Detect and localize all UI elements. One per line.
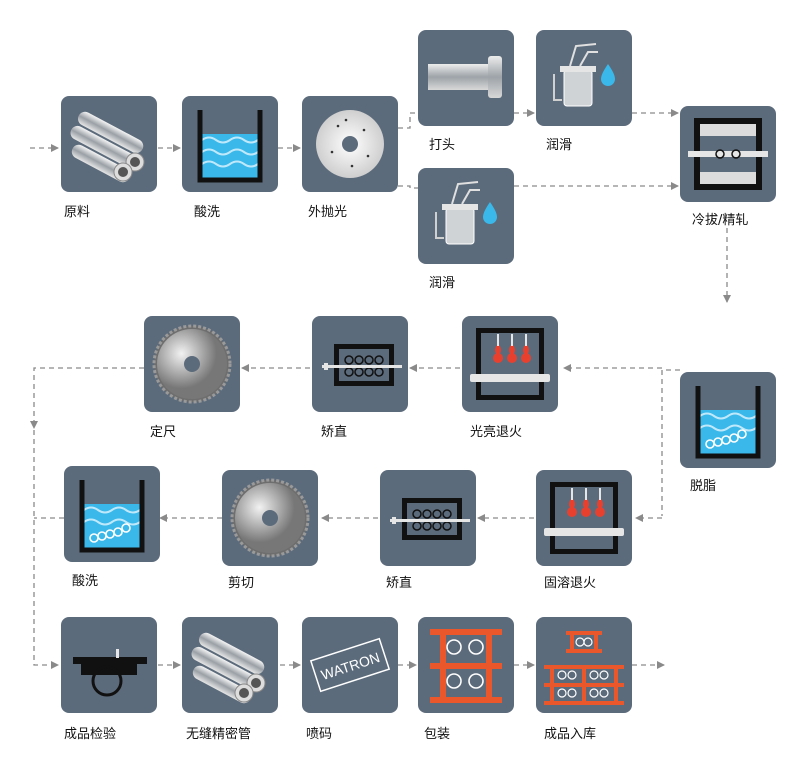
tube-rack-icon — [430, 629, 502, 703]
annealing-furnace-icon — [470, 328, 550, 400]
step-tile-marking: WATRON — [302, 617, 398, 713]
step-tile-pickling-2 — [64, 466, 160, 562]
step-label-cut-to-length: 定尺 — [150, 425, 177, 440]
step-tile-warehousing — [536, 617, 632, 713]
step-tile-cold-drawing — [680, 106, 776, 202]
step-label-packing: 包装 — [424, 727, 451, 742]
step-tile-seamless-tube — [182, 617, 278, 713]
rolling-mill-icon — [688, 118, 768, 190]
step-tile-outer-polishing — [302, 96, 398, 192]
straightener-icon — [322, 344, 402, 386]
step-label-heading: 打头 — [429, 138, 456, 153]
step-tile-bright-annealing — [462, 316, 558, 412]
step-label-solution-annealing: 固溶退火 — [544, 576, 597, 591]
step-label-warehousing: 成品入库 — [544, 727, 597, 742]
step-tile-degreasing — [680, 372, 776, 468]
step-label-outer-polishing: 外抛光 — [308, 205, 348, 220]
inspection-gauge-icon — [73, 649, 147, 697]
step-label-lubrication-2: 润滑 — [429, 276, 456, 291]
step-tile-solution-annealing — [536, 470, 632, 566]
pickling-tank-icon — [197, 110, 263, 183]
steel-tubes-icon — [191, 632, 266, 704]
saw-blade-icon — [230, 478, 310, 558]
tube-end-icon — [428, 56, 502, 98]
step-label-cold-drawing: 冷拔/精轧 — [692, 213, 749, 228]
step-label-pickling-2: 酸洗 — [72, 574, 99, 589]
step-tile-raw-material — [61, 96, 157, 192]
step-label-bright-annealing: 光亮退火 — [470, 425, 523, 440]
pickling-tank-icon — [79, 480, 145, 553]
step-label-inspection: 成品检验 — [64, 727, 117, 742]
stamp-text: WATRON — [319, 649, 382, 683]
polishing-wheel-icon — [316, 110, 384, 178]
step-tile-pickling-1 — [182, 96, 278, 192]
oil-can-icon — [435, 181, 497, 245]
straightener-icon — [390, 498, 470, 540]
step-label-degreasing: 脱脂 — [690, 479, 717, 494]
stacked-racks-icon — [544, 631, 624, 705]
saw-blade-icon — [152, 324, 232, 404]
step-tile-lubrication-2 — [418, 168, 514, 264]
oil-can-icon — [553, 43, 615, 107]
arrow-left-rail — [33, 430, 59, 669]
step-label-pickling-1: 酸洗 — [194, 205, 221, 220]
step-tile-inspection — [61, 617, 157, 713]
step-tile-cutting — [222, 470, 318, 566]
annealing-furnace-icon — [544, 482, 624, 554]
step-tile-lubrication-1 — [536, 30, 632, 126]
marking-stamp-icon: WATRON — [309, 637, 391, 693]
step-label-cutting: 剪切 — [228, 576, 255, 591]
step-tile-packing — [418, 617, 514, 713]
step-label-seamless-tube: 无缝精密管 — [186, 727, 252, 742]
arrow-3-branch-top — [398, 112, 418, 129]
step-label-raw-material: 原料 — [64, 205, 91, 220]
degreasing-tank-icon — [695, 386, 761, 459]
steel-tubes-icon — [70, 111, 145, 183]
step-label-straightening-1: 矫直 — [321, 425, 348, 440]
step-label-straightening-2: 矫直 — [386, 576, 413, 591]
arrow-3-branch-bottom — [398, 185, 418, 189]
arrow-cut-down — [30, 367, 144, 429]
arrow-degrease-split — [661, 369, 680, 516]
step-tile-straightening-1 — [312, 316, 408, 412]
step-tile-heading — [418, 30, 514, 126]
step-label-marking: 喷码 — [306, 727, 333, 742]
step-label-lubrication-1: 润滑 — [546, 138, 573, 153]
step-tile-straightening-2 — [380, 470, 476, 566]
step-tile-cut-to-length — [144, 316, 240, 412]
